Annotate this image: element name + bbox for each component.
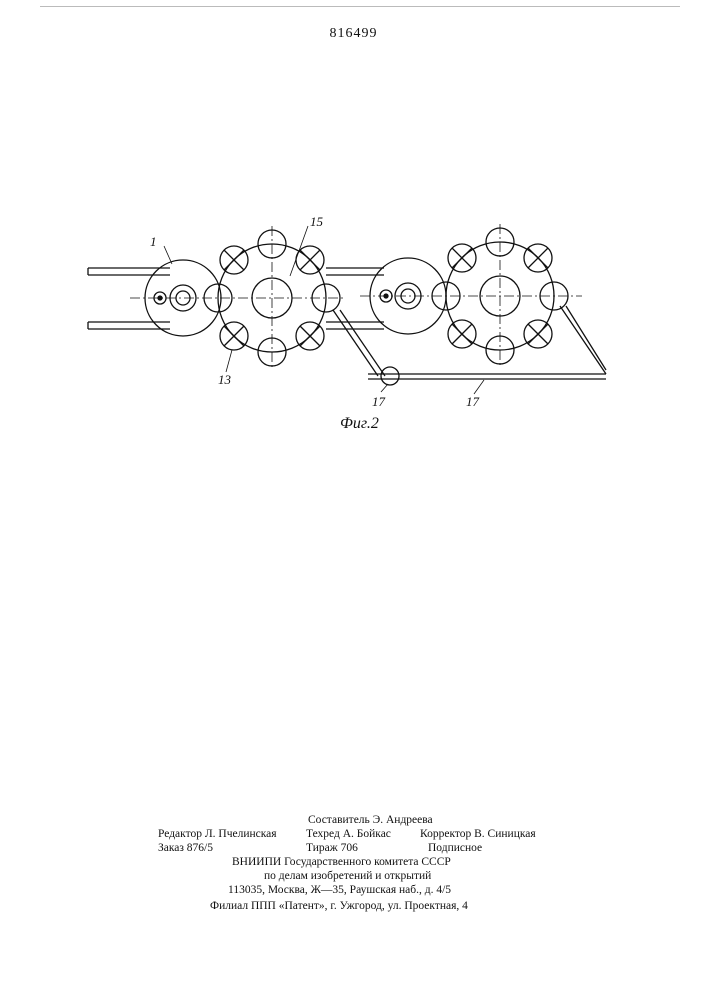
figure-caption: Фиг.2 — [340, 415, 379, 432]
label-part-15: 15 — [310, 214, 324, 229]
label-part-1: 1 — [150, 234, 157, 249]
label-part-17a: 17 — [372, 394, 386, 409]
label-part-13: 13 — [218, 372, 232, 387]
label-part-17b: 17 — [466, 394, 480, 409]
